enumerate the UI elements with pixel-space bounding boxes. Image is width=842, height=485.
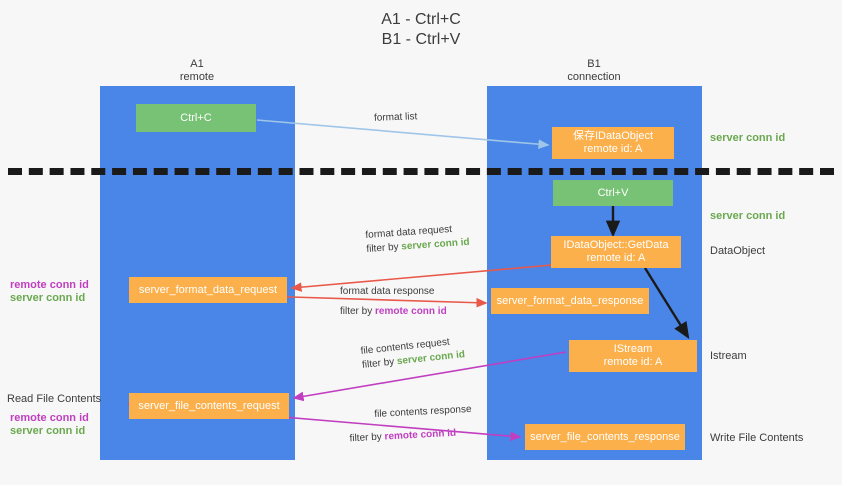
column-b1-name: B1 (587, 58, 601, 70)
box-idataobject-getdata-sub: remote id: A (586, 252, 646, 264)
column-header-a1: A1 remote (117, 58, 277, 84)
box-server-file-contents-response-label: server_file_contents_response (530, 430, 680, 443)
note-right-server-conn-id-second: server conn id (710, 210, 786, 222)
column-a1-role: remote (179, 71, 215, 83)
box-save-idataobject[interactable]: 保存IDataObject remote id: A (552, 127, 674, 159)
note-right-dataobject: DataObject (710, 245, 766, 257)
note-left-server-conn-id-mid: server conn id (10, 292, 86, 304)
edge-label-format-list-line1: format list (373, 111, 418, 124)
edge-label-file-contents-response-prefix: filter by (349, 431, 383, 445)
note-left-server-conn-id-bottom: server conn id (10, 425, 86, 437)
box-server-format-data-response[interactable]: server_format_data_response (491, 288, 649, 314)
page-title: A1 - Ctrl+C B1 - Ctrl+V (0, 10, 842, 50)
box-ctrl-v[interactable]: Ctrl+V (553, 180, 673, 206)
title-line-1: A1 - Ctrl+C (381, 11, 461, 28)
edge-label-format-data-request: format data request filter by server con… (365, 222, 470, 257)
edge-label-format-data-request-value: server conn id (400, 236, 470, 253)
box-server-format-data-response-label: server_format_data_response (496, 294, 644, 307)
note-right-write-file-contents: Write File Contents (710, 432, 804, 444)
column-a1-name: A1 (190, 58, 204, 70)
box-server-format-data-request[interactable]: server_format_data_request (129, 277, 287, 303)
edge-label-file-contents-response: file contents response filter by remote … (349, 403, 473, 445)
box-ctrl-c-label: Ctrl+C (180, 111, 212, 124)
box-server-file-contents-response[interactable]: server_file_contents_response (525, 424, 685, 450)
box-idataobject-getdata-label: IDataObject::GetData (563, 239, 669, 251)
edge-label-file-contents-request: file contents request filter by server c… (360, 334, 466, 373)
note-left-read-file-contents: Read File Contents (7, 393, 102, 405)
edge-label-format-data-response: format data response filter by remote co… (340, 285, 447, 319)
phase-divider (8, 168, 834, 175)
note-left-remote-conn-id-bottom: remote conn id (10, 412, 89, 424)
box-save-idataobject-sub: remote id: A (583, 143, 643, 155)
edge-label-file-contents-response-value: remote conn id (384, 427, 457, 443)
box-ctrl-c[interactable]: Ctrl+C (136, 104, 256, 132)
box-server-format-data-request-label: server_format_data_request (138, 283, 278, 296)
box-istream[interactable]: IStream remote id: A (569, 340, 697, 372)
box-istream-label: IStream (613, 343, 653, 355)
column-header-b1: B1 connection (514, 58, 674, 84)
box-server-file-contents-request-label: server_file_contents_request (138, 399, 280, 412)
box-ctrl-v-label: Ctrl+V (597, 186, 629, 199)
edge-label-format-data-request-prefix: filter by (366, 241, 399, 255)
note-right-server-conn-id-top: server conn id (710, 132, 786, 144)
edge-label-format-data-response-prefix: filter by (340, 306, 373, 317)
edge-label-format-data-response-value: remote conn id (375, 306, 447, 317)
edge-label-file-contents-request-prefix: filter by (361, 356, 395, 371)
edge-label-format-data-response-line1: format data response (340, 286, 435, 297)
box-idataobject-getdata[interactable]: IDataObject::GetData remote id: A (551, 236, 681, 268)
title-line-2: B1 - Ctrl+V (381, 31, 461, 48)
note-right-istream: Istream (710, 350, 747, 362)
column-b1-role: connection (567, 71, 621, 83)
box-server-file-contents-request[interactable]: server_file_contents_request (129, 393, 289, 419)
box-istream-sub: remote id: A (603, 356, 663, 368)
edge-label-format-list: format list (374, 110, 418, 126)
box-save-idataobject-label: 保存IDataObject (572, 130, 654, 142)
edge-label-file-contents-response-line1: file contents response (374, 403, 472, 420)
note-left-remote-conn-id-mid: remote conn id (10, 279, 89, 291)
